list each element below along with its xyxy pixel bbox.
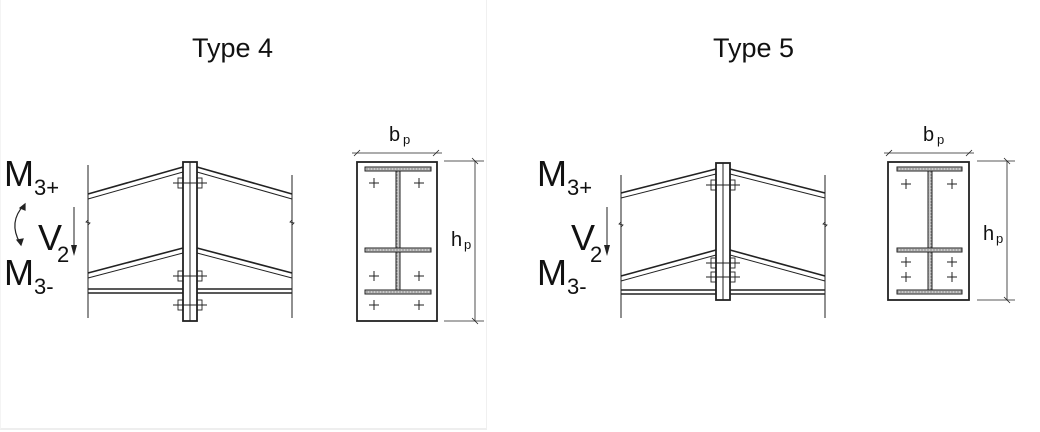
diagram-title: Type 5: [713, 33, 794, 63]
svg-text:h: h: [451, 229, 462, 251]
svg-text:p: p: [403, 132, 410, 147]
moment-positive-label: M 3+: [537, 153, 592, 200]
svg-text:3-: 3-: [567, 274, 587, 299]
svg-text:3+: 3+: [34, 175, 59, 200]
plate-height-label: h p: [983, 223, 1003, 246]
plate-height-label: h p: [451, 229, 471, 252]
moment-arrow-icon: [14, 202, 26, 247]
bolt-hole-icon: [901, 179, 957, 282]
diagram-type-5: Type 5 M 3+ V 2 M 3-: [537, 33, 1015, 318]
svg-text:V: V: [38, 217, 62, 258]
svg-text:M: M: [4, 153, 34, 194]
svg-text:M: M: [537, 252, 567, 293]
svg-text:b: b: [389, 124, 400, 146]
svg-text:3+: 3+: [567, 175, 592, 200]
bolt-hole-icon: [369, 178, 424, 310]
moment-negative-label: M 3-: [4, 252, 54, 299]
bolt-icon: [706, 179, 740, 283]
svg-text:2: 2: [590, 242, 602, 267]
end-plate-section: b p h p: [352, 124, 484, 325]
shear-label: V 2: [571, 217, 602, 267]
joint-elevation: [618, 162, 828, 318]
diagram-title: Type 4: [192, 33, 273, 63]
dimension-lines: [884, 149, 1015, 304]
svg-text:h: h: [983, 223, 994, 245]
svg-text:2: 2: [57, 242, 69, 267]
end-plate-section: b p h p: [884, 124, 1015, 304]
svg-text:p: p: [996, 231, 1003, 246]
dimension-lines: [352, 149, 484, 325]
svg-text:p: p: [464, 237, 471, 252]
svg-text:M: M: [4, 252, 34, 293]
shear-arrow-icon: [604, 207, 610, 256]
svg-text:b: b: [923, 124, 934, 146]
moment-positive-label: M 3+: [4, 153, 59, 200]
svg-text:p: p: [937, 132, 944, 147]
plate-width-label: b p: [923, 124, 944, 147]
left-panel-border: [0, 0, 487, 430]
plate-width-label: b p: [389, 124, 410, 147]
svg-text:V: V: [571, 217, 595, 258]
bolt-icon: [173, 177, 207, 311]
svg-text:3-: 3-: [34, 274, 54, 299]
diagram-type-4: Type 4 M 3+ V 2 M 3-: [4, 33, 484, 325]
shear-arrow-icon: [71, 207, 77, 256]
shear-label: V 2: [38, 217, 69, 267]
moment-negative-label: M 3-: [537, 252, 587, 299]
svg-text:M: M: [537, 153, 567, 194]
joint-elevation: [85, 161, 295, 322]
